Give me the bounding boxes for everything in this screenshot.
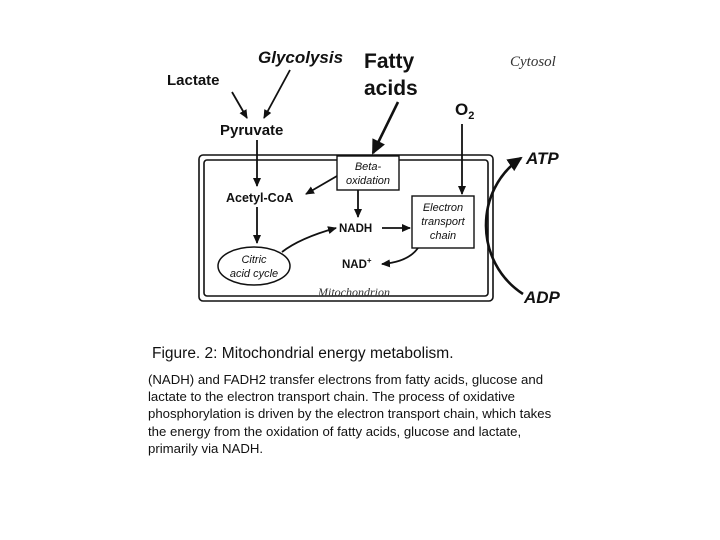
nadh-label: NADH: [339, 223, 372, 235]
etc-label-line3: chain: [430, 230, 456, 242]
etc-label-line1: Electron: [423, 202, 463, 214]
citric-acid-cycle-label-line2: acid cycle: [230, 268, 278, 280]
electron-transport-chain-box: [411, 195, 475, 249]
acetyl-coa-label: Acetyl-CoA: [226, 191, 293, 205]
adp-label: ADP: [523, 288, 561, 307]
cytosol-label: Cytosol: [510, 54, 556, 70]
glycolysis-to-pyruvate-arrow: [263, 69, 291, 119]
lactate-to-pyruvate-arrow: [231, 91, 248, 119]
caption-body: (NADH) and FADH2 transfer electrons from…: [148, 372, 552, 456]
metabolism-diagram: Glycolysis Fatty acids Cytosol Lactate P…: [167, 48, 561, 307]
o2-label: O2: [455, 100, 474, 122]
citric-acid-cycle-label-line1: Citric: [241, 254, 267, 266]
caption-title: Figure. 2: Mitochondrial energy metaboli…: [152, 345, 454, 362]
beta-oxidation-box: [336, 155, 400, 191]
mitochondrion-label: Mitochondrion: [317, 285, 390, 299]
lactate-label: Lactate: [167, 72, 220, 89]
beta-oxidation-label-line1: Beta-: [355, 161, 382, 173]
beta-oxidation-label-line2: oxidation: [346, 175, 390, 187]
glycolysis-label: Glycolysis: [258, 48, 343, 67]
citric-cycle-to-nadh-arrow: [281, 226, 337, 253]
nad-plus-label: NAD+: [342, 256, 372, 271]
citric-acid-cycle-ellipse: [217, 246, 291, 286]
fatty-acids-label-line2: acids: [364, 77, 418, 100]
etc-label-line2: transport: [421, 216, 465, 228]
fatty-acids-label-line1: Fatty: [364, 50, 414, 73]
beta-oxidation-to-acetyl-coa-arrow: [305, 175, 338, 195]
pyruvate-label: Pyruvate: [220, 122, 283, 139]
figure-caption: Figure. 2: Mitochondrial energy metaboli…: [148, 345, 568, 457]
fatty-acids-to-beta-oxidation-arrow: [371, 101, 400, 155]
atp-label: ATP: [525, 149, 559, 168]
adp-to-atp-curve-arrow: [484, 156, 524, 296]
etc-to-nad-plus-arrow: [381, 247, 419, 268]
